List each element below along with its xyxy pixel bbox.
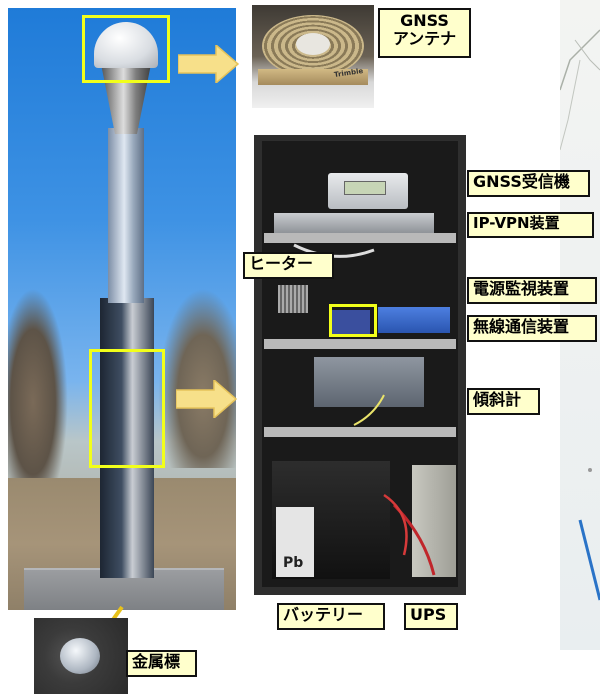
label-battery: バッテリー (277, 603, 385, 630)
label-ups: UPS (404, 603, 458, 630)
label-heater: ヒーター (243, 252, 334, 279)
map-roads (560, 29, 600, 601)
pillar-body (100, 298, 154, 578)
pillar-shaft (108, 128, 144, 303)
antenna-dome (94, 22, 158, 68)
battery-pb-text: Pb (283, 555, 304, 571)
label-metal-marker: 金属標 (126, 650, 197, 677)
receiver-display (344, 181, 386, 195)
antenna-base (258, 69, 368, 85)
highlight-antenna-dome (82, 15, 170, 83)
wireless-unit (378, 307, 450, 333)
label-power-monitor: 電源監視装置 (467, 277, 597, 304)
cable-wires (293, 243, 436, 576)
ups-unit (412, 465, 456, 577)
label-gnss-antenna: GNSS アンテナ (378, 8, 471, 58)
battery-label-panel (276, 507, 314, 577)
label-gnss-receiver: GNSS受信機 (467, 170, 590, 197)
heater-unit (278, 285, 308, 313)
antenna-photo: Trimble (252, 5, 374, 108)
marker-photo (34, 618, 128, 694)
arrow-to-antenna-icon (178, 45, 240, 83)
metal-marker-disc (60, 638, 100, 674)
antenna-center (296, 33, 330, 55)
power-monitor-unit (330, 310, 370, 334)
arrow-to-cabinet-icon (176, 380, 238, 418)
highlight-pillar-door (89, 349, 165, 468)
vpn-device (274, 213, 434, 233)
shelf-3 (264, 427, 456, 437)
label-wireless: 無線通信装置 (467, 315, 597, 342)
label-ip-vpn: IP-VPN装置 (467, 212, 594, 238)
inclinometer-box (314, 357, 424, 407)
shelf-2 (264, 339, 456, 349)
tree-right (158, 288, 236, 468)
shelf-1 (264, 233, 456, 243)
monument-photo (8, 8, 236, 610)
label-inclinometer: 傾斜計 (467, 388, 540, 415)
cabinet-photo: Pb (254, 135, 466, 595)
tree-left (8, 288, 68, 478)
highlight-wireless (329, 304, 377, 337)
